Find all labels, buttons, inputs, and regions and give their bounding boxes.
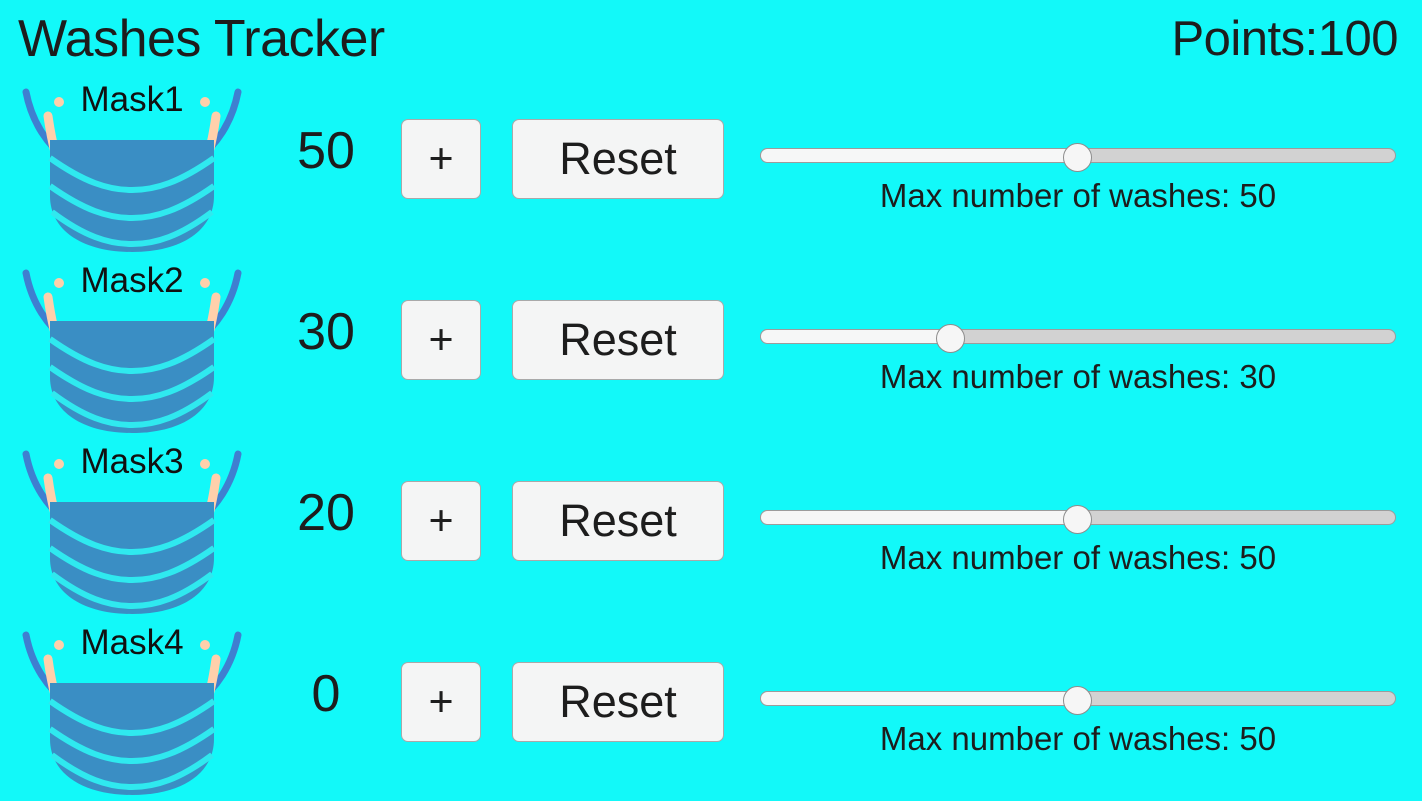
slider-thumb[interactable] (1063, 505, 1092, 534)
slider-thumb[interactable] (1063, 686, 1092, 715)
wash-count-value: 0 (311, 665, 341, 723)
mask-label: Mask1 (80, 80, 184, 119)
reset-button[interactable]: Reset (512, 300, 724, 380)
slider-thumb[interactable] (935, 324, 965, 353)
wash-count-value: 20 (297, 484, 355, 542)
max-washes-slider-block: Max number of washes: 30 (760, 259, 1400, 439)
increment-button[interactable]: + (401, 662, 481, 742)
slider-fill (760, 329, 951, 344)
wash-count-value: 30 (297, 303, 355, 361)
max-washes-slider-block: Max number of washes: 50 (760, 621, 1400, 801)
max-washes-slider-block: Max number of washes: 50 (760, 78, 1400, 258)
mask-label: Mask2 (80, 261, 184, 300)
reset-button[interactable]: Reset (512, 119, 724, 199)
points-display: Points:100 (1171, 11, 1398, 66)
max-washes-slider[interactable] (760, 505, 1396, 534)
max-washes-caption: Max number of washes: 50 (879, 539, 1277, 576)
page-title: Washes Tracker (18, 10, 385, 68)
mask-icon-block: Mask3 (12, 440, 252, 620)
reset-button[interactable]: Reset (512, 481, 724, 561)
mask-label: Mask4 (80, 623, 184, 662)
max-washes-caption: Max number of washes: 50 (879, 177, 1277, 214)
slider-fill (760, 148, 1078, 163)
max-washes-caption: Max number of washes: 50 (879, 720, 1277, 757)
slider-fill (760, 691, 1078, 706)
mask-icon-block: Mask1 (12, 78, 252, 258)
face-mask-icon (22, 269, 242, 433)
increment-button[interactable]: + (401, 119, 481, 199)
max-washes-slider-block: Max number of washes: 50 (760, 440, 1400, 620)
mask-label: Mask3 (80, 442, 184, 481)
increment-button[interactable]: + (401, 300, 481, 380)
face-mask-icon (22, 88, 242, 252)
mask-icon-block: Mask4 (12, 621, 252, 801)
max-washes-slider[interactable] (760, 686, 1396, 715)
slider-thumb[interactable] (1063, 143, 1092, 172)
mask-icon-block: Mask2 (12, 259, 252, 439)
mask-row: Mask1 50 + Reset Max number of washes: 5… (0, 78, 1422, 258)
face-mask-icon (22, 450, 242, 614)
face-mask-icon (22, 631, 242, 795)
app-header: Washes Tracker Points:100 (0, 0, 1422, 78)
mask-rows-container: Mask1 50 + Reset Max number of washes: 5… (0, 78, 1422, 800)
slider-fill (760, 510, 1078, 525)
increment-button[interactable]: + (401, 481, 481, 561)
max-washes-slider[interactable] (760, 143, 1396, 172)
wash-count-value: 50 (297, 122, 355, 180)
mask-row: Mask2 30 + Reset Max number of washes: 3… (0, 259, 1422, 439)
mask-row: Mask4 0 + Reset Max number of washes: 50 (0, 621, 1422, 801)
max-washes-slider[interactable] (760, 324, 1396, 353)
reset-button[interactable]: Reset (512, 662, 724, 742)
max-washes-caption: Max number of washes: 30 (879, 358, 1277, 395)
mask-row: Mask3 20 + Reset Max number of washes: 5… (0, 440, 1422, 620)
